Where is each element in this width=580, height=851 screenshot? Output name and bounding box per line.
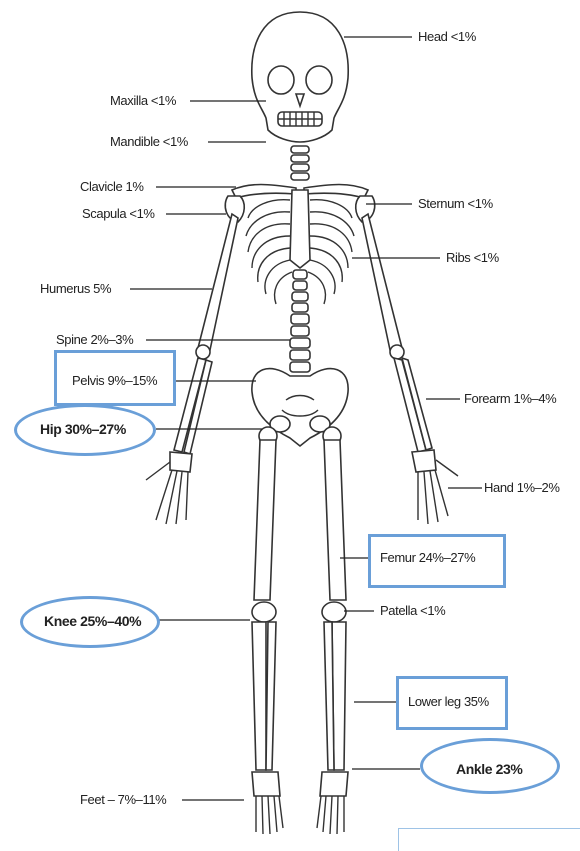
hand-label: Hand 1%–2% (484, 480, 560, 496)
clavicle-label: Clavicle 1% (80, 179, 144, 195)
scapula-label: Scapula <1% (82, 206, 155, 222)
mandible-label: Mandible <1% (110, 134, 188, 150)
hands (146, 450, 458, 524)
feet (252, 772, 348, 834)
skull (252, 12, 348, 142)
legs (252, 427, 346, 770)
femur-label: Femur 24%–27% (380, 550, 475, 566)
hip-label: Hip 30%–27% (40, 421, 126, 437)
patella-label: Patella <1% (380, 603, 445, 619)
lower-leg-label: Lower leg 35% (408, 694, 489, 710)
corner-frame (398, 828, 580, 851)
pelvis-label: Pelvis 9%–15% (72, 373, 157, 389)
neck (291, 146, 309, 180)
spine (290, 270, 310, 372)
knee-label: Knee 25%–40% (44, 613, 141, 629)
head-label: Head <1% (418, 29, 476, 45)
forearm-label: Forearm 1%–4% (464, 391, 556, 407)
ankle-label: Ankle 23% (456, 761, 522, 777)
sternum-label: Sternum <1% (418, 196, 493, 212)
maxilla-label: Maxilla <1% (110, 93, 176, 109)
ribs-label: Ribs <1% (446, 250, 499, 266)
feet-label: Feet – 7%–11% (80, 792, 166, 808)
spine-label: Spine 2%–3% (56, 332, 133, 348)
humerus-label: Humerus 5% (40, 281, 111, 297)
